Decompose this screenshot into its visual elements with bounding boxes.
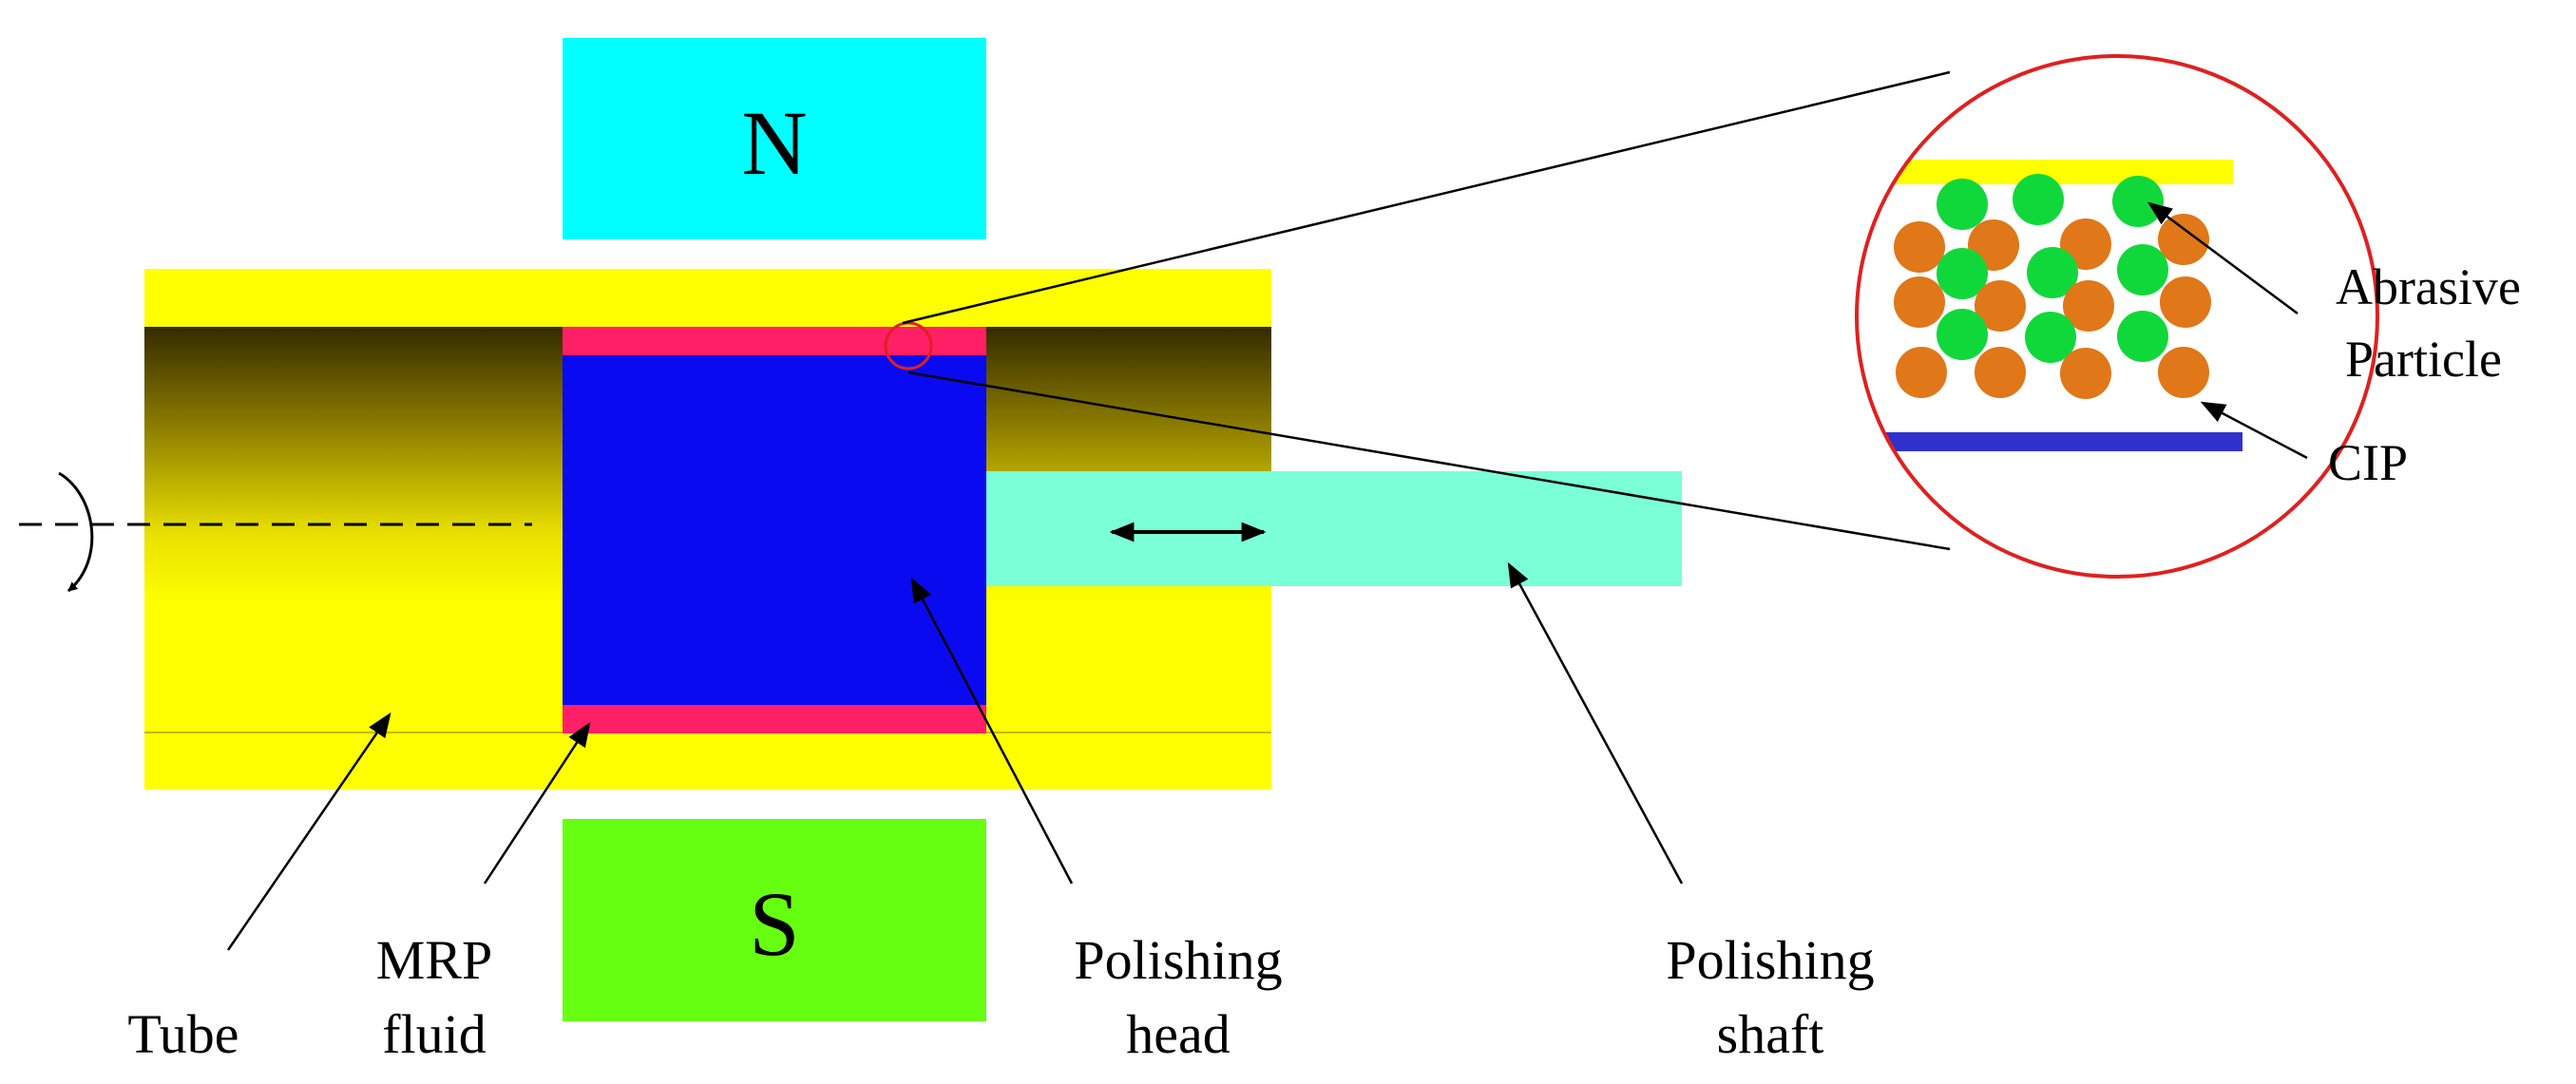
polishing-shaft-pointer <box>1507 561 1684 884</box>
mrp-fluid-pointer <box>483 721 591 884</box>
cip-particle <box>2060 219 2111 270</box>
cip-particle <box>2158 214 2209 265</box>
cip-particle <box>1894 276 1945 328</box>
mrp-fluid-label-line1: MRP <box>376 929 493 991</box>
south-magnet <box>563 819 986 1021</box>
polishing-head-pointer <box>910 577 1074 884</box>
abrasive-particle <box>1937 309 1988 360</box>
tube-label: Tube <box>127 1003 239 1065</box>
zoom-source-circle <box>884 321 933 371</box>
cip-particle <box>2063 280 2114 332</box>
zoom-head-plate <box>1857 432 2242 451</box>
abrasive-label-line1: Abrasive <box>2336 258 2521 315</box>
abrasive-particle <box>2013 174 2064 225</box>
abrasive-label-line2: Particle <box>2345 331 2502 388</box>
polishing-shaft-label-line2: shaft <box>1717 1003 1824 1065</box>
polishing-head <box>563 355 986 705</box>
cip-particle <box>1896 347 1947 398</box>
cip-particle <box>2160 276 2211 328</box>
cip-particle <box>1894 221 1945 273</box>
south-magnet-label: S <box>749 873 799 975</box>
cip-particle <box>1975 280 2026 332</box>
tube-pointer <box>226 712 391 951</box>
polishing-shaft <box>986 471 1682 586</box>
polishing-shaft-label-line1: Polishing <box>1666 929 1874 991</box>
abrasive-particle <box>2117 311 2168 362</box>
abrasive-particle <box>2117 244 2168 295</box>
abrasive-particle <box>2027 247 2078 298</box>
north-magnet-label: N <box>741 92 807 194</box>
cip-particle <box>2060 348 2111 399</box>
north-magnet <box>563 38 986 239</box>
cip-particle <box>1975 347 2026 398</box>
cip-particle <box>2158 347 2209 398</box>
zoom-circle-content <box>1857 160 2242 451</box>
abrasive-pointer <box>2147 201 2299 315</box>
polishing-head-label-line2: head <box>1126 1003 1231 1065</box>
zoom-line-bottom <box>907 371 1951 551</box>
abrasive-particle <box>2112 176 2164 227</box>
zoom-line-top <box>902 70 1951 325</box>
cip-label: CIP <box>2328 434 2408 491</box>
mrp-fluid-bottom <box>563 705 986 733</box>
abrasive-particle <box>2025 312 2076 363</box>
mrp-fluid-label-line2: fluid <box>382 1003 487 1065</box>
zoom-circle <box>1855 54 2379 579</box>
mrp-fluid-top <box>563 327 986 355</box>
polishing-head-label-line1: Polishing <box>1074 929 1282 991</box>
abrasive-particle <box>1937 248 1988 299</box>
abrasive-particle <box>1937 179 1988 230</box>
rotation-arrow-icon <box>58 471 94 593</box>
cip-pointer <box>2200 401 2308 460</box>
